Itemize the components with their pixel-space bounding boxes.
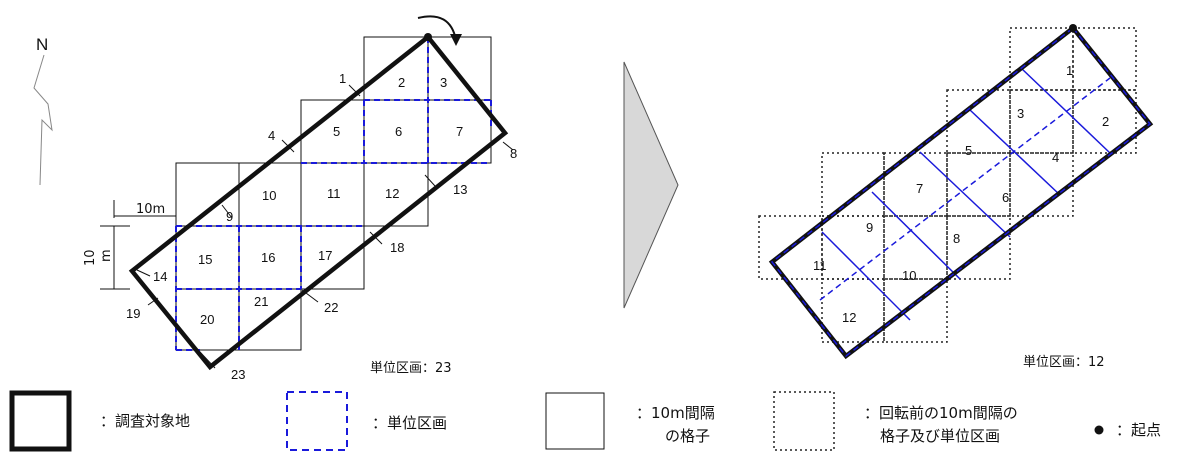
legend-grid-label-1: ：10m間隔 xyxy=(636,404,715,422)
unit-number: 11 xyxy=(327,186,341,201)
legend-grid-label-2: の格子 xyxy=(665,427,710,445)
legend-prev-grid-swatch xyxy=(773,391,835,451)
north-label: N xyxy=(36,35,48,54)
unit-number: 7 xyxy=(916,181,923,196)
legend-unit-plot-swatch xyxy=(286,391,348,451)
right-survey-site-outline xyxy=(768,24,1154,360)
scale-height-unit: m xyxy=(99,249,114,262)
unit-number: 5 xyxy=(965,143,972,158)
unit-number: 13 xyxy=(453,182,467,197)
unit-number: 1 xyxy=(339,71,346,86)
right-unit-count: 単位区画：12 xyxy=(1023,354,1105,370)
legend-grid: ：10m間隔 の格子 xyxy=(545,392,715,450)
unit-number: 2 xyxy=(398,75,405,90)
grid-cell xyxy=(300,225,365,290)
left-scale xyxy=(100,200,177,290)
legend-survey-site-label: ：調査対象地 xyxy=(100,412,190,430)
unit-number: 17 xyxy=(318,248,332,263)
legend-survey-site-swatch xyxy=(9,390,72,452)
unit-number: 8 xyxy=(510,146,517,161)
unit-number: 4 xyxy=(1052,150,1059,165)
unit-number: 12 xyxy=(842,310,856,325)
left-survey-site-outline xyxy=(128,33,509,371)
left-unit-count: 単位区画：23 xyxy=(370,360,452,376)
legend-survey-site: ：調査対象地 xyxy=(9,390,190,452)
unit-number: 9 xyxy=(226,209,233,224)
right-unit-numbers: 1 2 3 4 5 6 7 8 9 10 11 12 xyxy=(813,63,1109,325)
unit-number: 22 xyxy=(324,300,338,315)
legend-unit-plot-label: ：単位区画 xyxy=(372,414,447,432)
unit-number: 14 xyxy=(153,269,167,284)
unit-number: 8 xyxy=(953,231,960,246)
unit-number: 19 xyxy=(126,306,140,321)
unit-number: 11 xyxy=(813,258,827,273)
unit-number: 10 xyxy=(262,188,276,203)
unit-number: 4 xyxy=(268,128,275,143)
left-tick-marks xyxy=(136,84,514,369)
unit-number: 1 xyxy=(1066,63,1073,78)
north-arrow-shape xyxy=(33,54,53,186)
unit-number: 10 xyxy=(902,268,916,283)
unit-number: 7 xyxy=(456,124,463,139)
scale-width-label: 10m xyxy=(136,202,165,217)
unit-number: 3 xyxy=(440,75,447,90)
unit-number: 21 xyxy=(254,294,268,309)
legend-prev-grid-label-1: ：回転前の10m間隔の xyxy=(864,404,1018,422)
unit-number: 12 xyxy=(385,186,399,201)
legend-prev-grid-label-2: 格子及び単位区画 xyxy=(880,427,1000,445)
unit-number: 16 xyxy=(261,250,275,265)
legend: ：調査対象地 ：単位区画 ：10m間隔 の格子 ：回転前の10m間隔の 格子及び… xyxy=(9,390,1161,452)
legend-start-point-dot xyxy=(1094,425,1104,435)
unit-number: 2 xyxy=(1102,114,1109,129)
right-unit-plot-outline xyxy=(770,26,1152,358)
left-unit-numbers: 1 2 3 4 5 6 7 8 9 10 11 12 13 14 15 16 1… xyxy=(126,71,517,382)
unit-number: 6 xyxy=(395,124,402,139)
right-diagram: 1 2 3 4 5 6 7 8 9 10 11 12 単位区画：12 xyxy=(758,24,1154,370)
unit-number: 6 xyxy=(1002,190,1009,205)
legend-start-point-label: ：起点 xyxy=(1116,421,1161,439)
left-diagram: 10m 10 m 1 2 3 4 5 6 7 8 9 10 11 12 13 1… xyxy=(83,15,517,382)
unit-number: 20 xyxy=(200,312,214,327)
right-start-point xyxy=(1069,24,1077,32)
transition-arrow xyxy=(623,61,679,309)
right-unit-plot-lines xyxy=(819,67,1111,321)
unit-number: 9 xyxy=(866,220,873,235)
unit-number: 5 xyxy=(333,124,340,139)
unit-number: 3 xyxy=(1017,106,1024,121)
unit-number: 15 xyxy=(198,252,212,267)
scale-height-label: 10 xyxy=(83,249,98,266)
legend-grid-swatch xyxy=(545,392,605,450)
right-prev-grid xyxy=(758,27,1137,343)
legend-unit-plot: ：単位区画 xyxy=(286,391,447,451)
unit-number: 23 xyxy=(231,367,245,382)
left-start-point xyxy=(424,33,432,41)
rotation-arrow xyxy=(417,15,462,46)
legend-prev-grid: ：回転前の10m間隔の 格子及び単位区画 xyxy=(773,391,1018,451)
legend-start-point: ：起点 xyxy=(1094,421,1161,439)
unit-number: 18 xyxy=(390,240,404,255)
north-arrow: N xyxy=(33,35,53,186)
